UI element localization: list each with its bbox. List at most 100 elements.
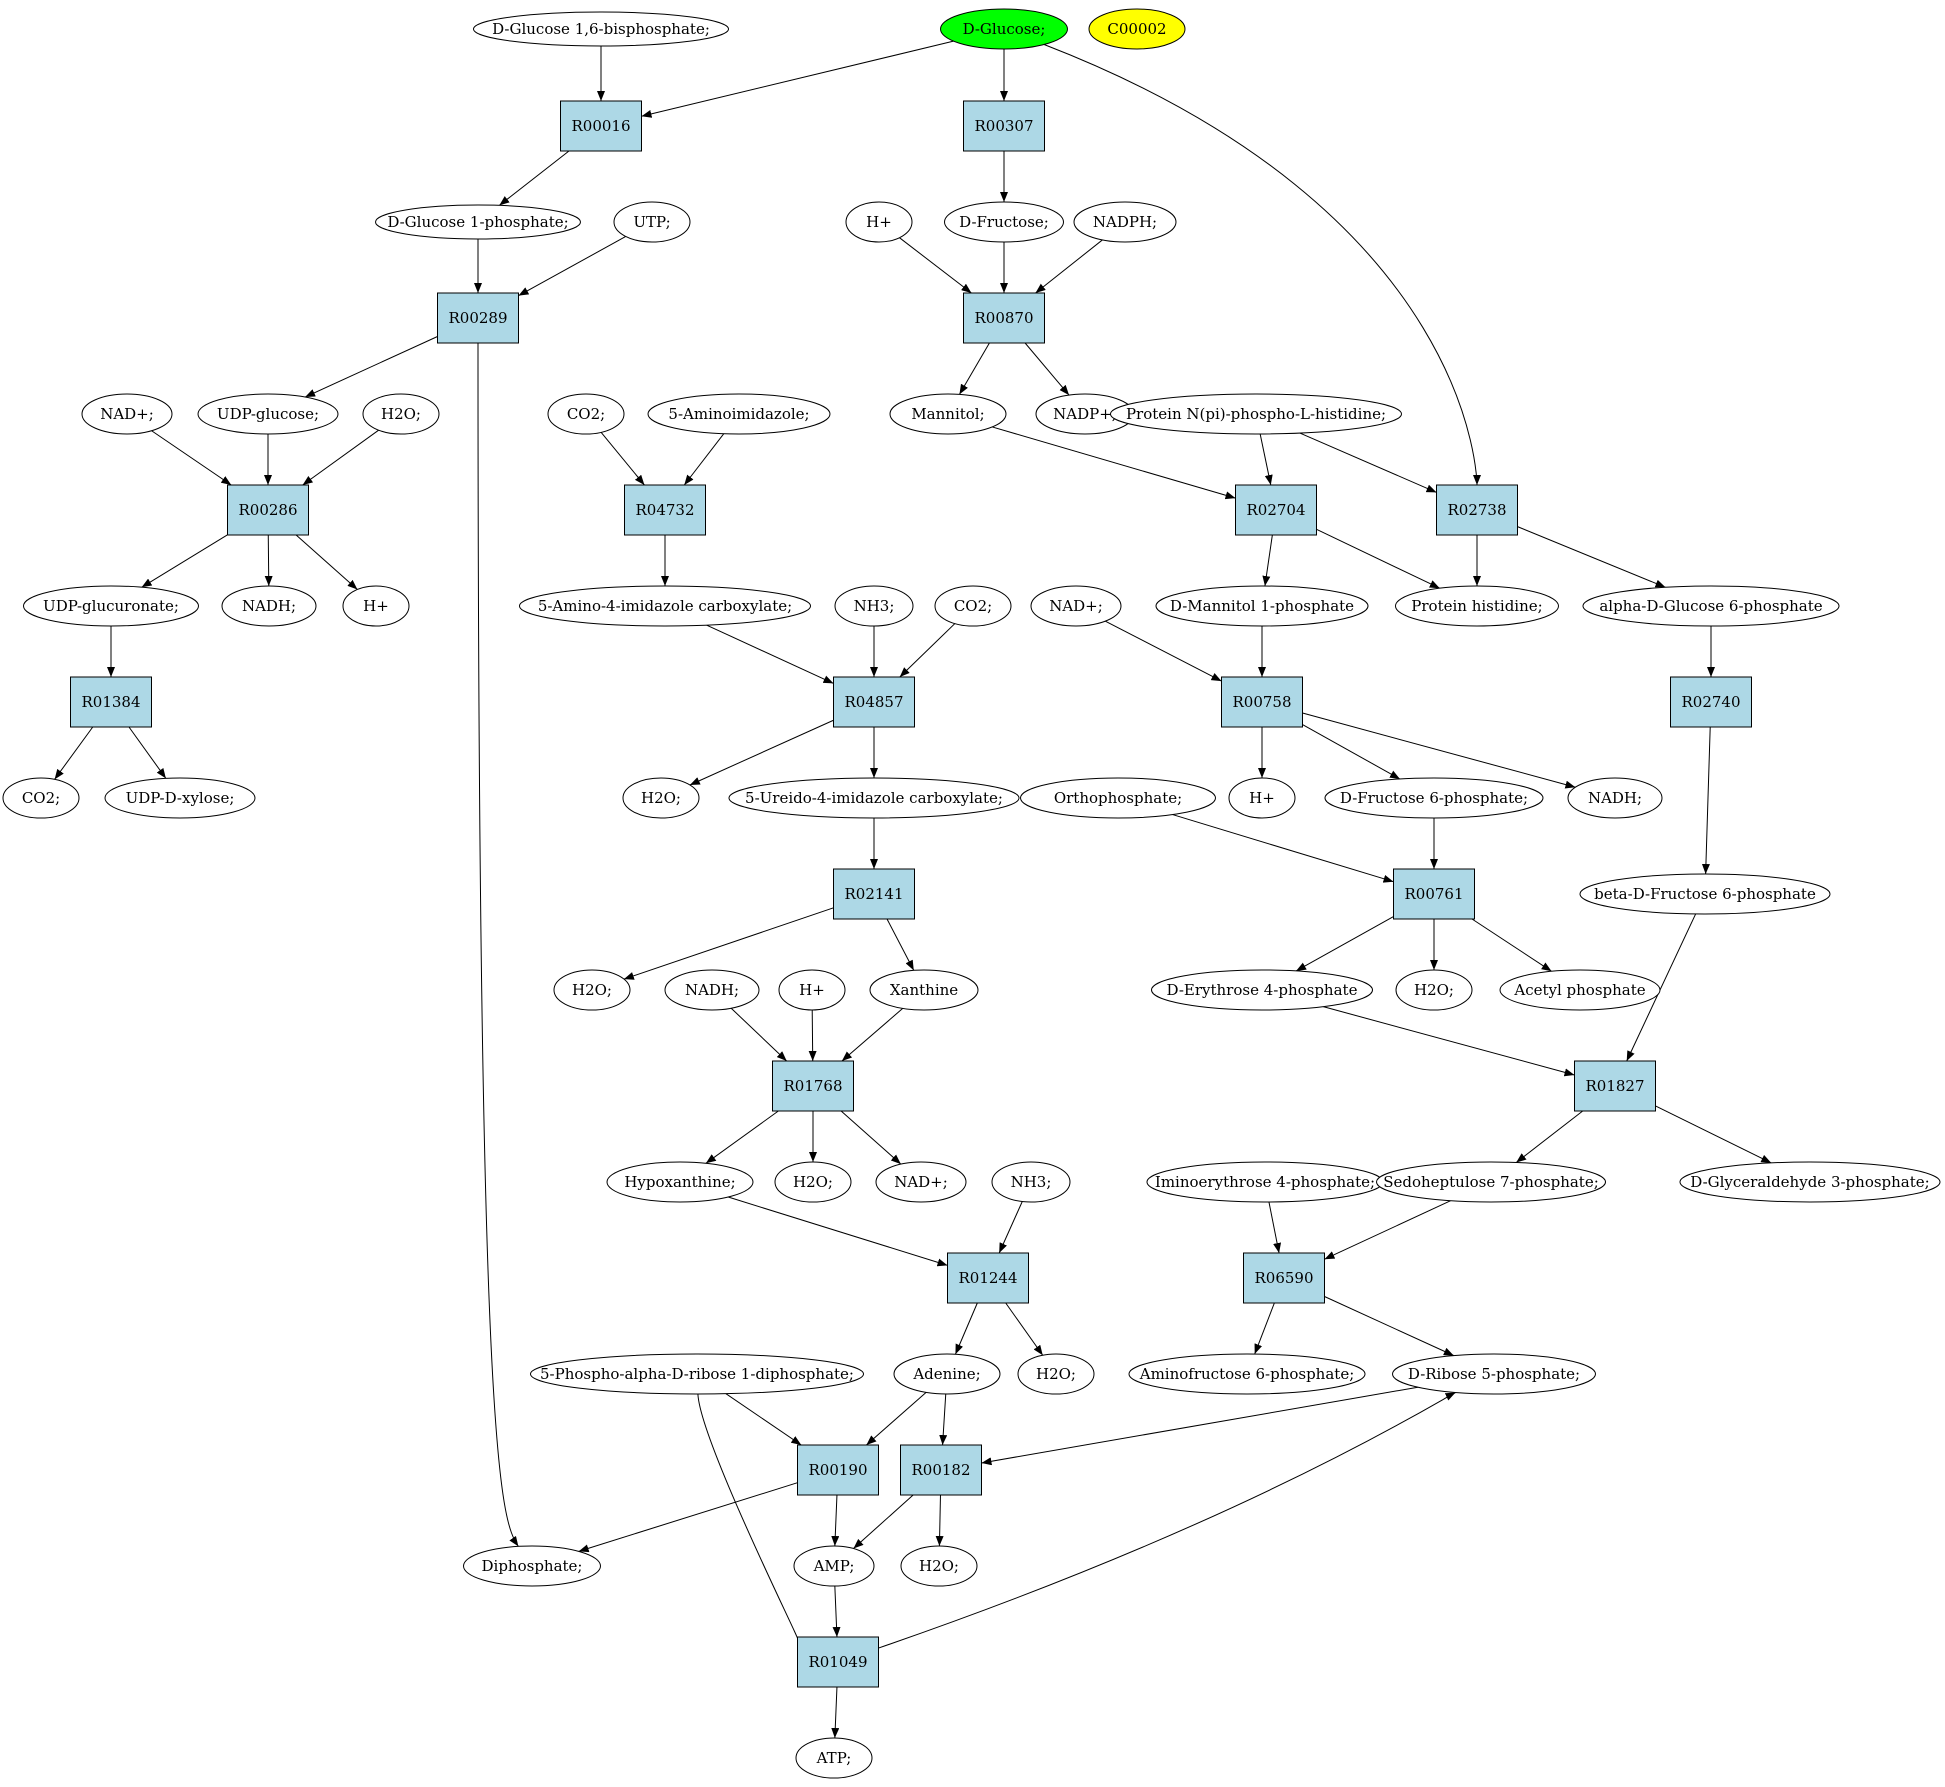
compound-node-mannitol[interactable]: Mannitol; [889,393,1007,435]
reaction-node-r06590[interactable]: R06590 [1243,1252,1325,1304]
reaction-box [833,868,915,920]
compound-node-f6p[interactable]: D-Fructose 6-phosphate; [1324,777,1544,819]
node-label: NAD+; [1049,597,1103,615]
reaction-node-r01049[interactable]: R01049 [797,1636,879,1688]
edge-r_R00190-to-c_diphos [578,1482,798,1553]
compound-node-h2o5[interactable]: H2O; [774,1161,852,1203]
compound-node-co2c[interactable]: CO2; [2,777,80,819]
compound-node-hplus3[interactable]: H+ [1228,777,1296,819]
edge-r_R06590-to-c_r5p [1324,1296,1455,1357]
compound-node-5ai[interactable]: 5-Aminoimidazole; [647,393,831,435]
compound-node-udpglc[interactable]: UDP-glucose; [197,393,339,435]
reaction-node-r00182[interactable]: R00182 [900,1444,982,1496]
compound-node-mtl1p[interactable]: D-Mannitol 1-phosphate [1155,585,1369,627]
reaction-node-r01768[interactable]: R01768 [772,1060,854,1112]
compound-node-nad1[interactable]: NAD+; [81,393,173,435]
compound-node-uica[interactable]: 5-Ureido-4-imidazole carboxylate; [728,777,1020,819]
compound-node-co2b[interactable]: CO2; [934,585,1012,627]
reaction-node-r00286[interactable]: R00286 [227,484,309,536]
compound-node-hplus2[interactable]: H+ [342,585,410,627]
compound-node-h2o1[interactable]: H2O; [362,393,440,435]
compound-node-nadp[interactable]: NADP+; [1035,393,1135,435]
reaction-node-r00307[interactable]: R00307 [963,100,1045,152]
node-label: ATP; [816,1749,852,1767]
compound-node-s7p[interactable]: Sedoheptulose 7-phosphate; [1376,1161,1606,1203]
compound-node-amp[interactable]: AMP; [793,1545,875,1587]
reaction-node-r02704[interactable]: R02704 [1235,484,1317,536]
reaction-node-r00289[interactable]: R00289 [437,292,519,344]
compound-node-imine4p[interactable]: Iminoerythrose 4-phosphate; [1146,1161,1384,1203]
compound-ellipse [1128,1353,1366,1395]
compound-node-prothis[interactable]: Protein histidine; [1395,585,1559,627]
reaction-node-r00190[interactable]: R00190 [797,1444,879,1496]
reaction-node-r01244[interactable]: R01244 [947,1252,1029,1304]
edge-c_s7p-to-r_R06590 [1324,1200,1451,1260]
compound-node-utp[interactable]: UTP; [613,201,691,243]
compound-node-udpglcur[interactable]: UDP-glucuronate; [23,585,199,627]
compound-ellipse [1392,1353,1596,1395]
edge-c_glucose-to-r_R02738 [1043,44,1481,486]
compound-node-ortho[interactable]: Orthophosphate; [1020,777,1216,819]
reaction-node-r02141[interactable]: R02141 [833,868,915,920]
reaction-node-r04732[interactable]: R04732 [624,484,706,536]
compound-node-h2o6[interactable]: H2O; [1017,1353,1095,1395]
reaction-node-r02740[interactable]: R02740 [1670,676,1752,728]
edge-r_R01827-to-c_s7p [1515,1110,1584,1163]
compound-node-h2o3[interactable]: H2O; [553,969,631,1011]
compound-node-hplus4[interactable]: H+ [778,969,846,1011]
edge-r_R00016-to-c_g1p [498,150,570,206]
compound-node-xanthine[interactable]: Xanthine [869,969,979,1011]
edge-r_R00182-to-c_h2o7 [935,1494,944,1547]
compound-node-hplus1[interactable]: H+ [845,201,913,243]
compound-node-hypox[interactable]: Hypoxanthine; [606,1161,754,1203]
compound-node-diphos[interactable]: Diphosphate; [463,1545,601,1587]
reaction-node-r00870[interactable]: R00870 [963,292,1045,344]
compound-node-prpp[interactable]: 5-Phospho-alpha-D-ribose 1-diphosphate; [530,1353,864,1395]
edge-c_protnphis-to-r_R02738 [1299,432,1437,493]
compound-node-nadh2[interactable]: NADH; [1567,777,1663,819]
reaction-node-r01827[interactable]: R01827 [1574,1060,1656,1112]
compound-node-gap[interactable]: D-Glyceraldehyde 3-phosphate; [1679,1161,1941,1203]
compound-node-r5p[interactable]: D-Ribose 5-phosphate; [1392,1353,1596,1395]
node-label: H2O; [1036,1365,1076,1383]
node-label: NADH; [685,981,739,999]
compound-node-nadph[interactable]: NADPH; [1073,201,1177,243]
edge-c_bf6p-to-r_R01827 [1626,913,1697,1062]
compound-node-co2a[interactable]: CO2; [547,393,625,435]
compound-node-g1p[interactable]: D-Glucose 1-phosphate; [375,204,581,240]
reaction-box [70,676,152,728]
reaction-node-r04857[interactable]: R04857 [833,676,915,728]
reaction-node-r00761[interactable]: R00761 [1393,868,1475,920]
compound-node-fructose[interactable]: D-Fructose; [944,201,1064,243]
compound-node-glc16bp[interactable]: D-Glucose 1,6-bisphosphate; [473,11,729,47]
compound-node-nh3b[interactable]: NH3; [991,1161,1071,1203]
compound-node-ag6p[interactable]: alpha-D-Glucose 6-phosphate [1582,585,1840,627]
compound-node-adenine[interactable]: Adenine; [893,1353,1001,1395]
compound-node-bf6p[interactable]: beta-D-Fructose 6-phosphate [1579,873,1831,915]
compound-node-nadh1[interactable]: NADH; [221,585,317,627]
compound-node-h2o7[interactable]: H2O; [900,1545,978,1587]
compound-node-acetylp[interactable]: Acetyl phosphate [1499,969,1661,1011]
compound-node-nad2[interactable]: NAD+; [1030,585,1122,627]
node-label: R00016 [571,117,630,135]
reaction-node-r00016[interactable]: R00016 [560,100,642,152]
compound-node-nadh3[interactable]: NADH; [664,969,760,1011]
compound-node-e4p[interactable]: D-Erythrose 4-phosphate [1151,969,1373,1011]
compound-node-nad3[interactable]: NAD+; [875,1161,967,1203]
reaction-node-r02738[interactable]: R02738 [1436,484,1518,536]
node-label: R00289 [448,309,507,327]
compound-node-h2o4[interactable]: H2O; [1395,969,1473,1011]
reaction-node-r00758[interactable]: R00758 [1221,676,1303,728]
compound-node-aminof6p[interactable]: Aminofructose 6-phosphate; [1128,1353,1366,1395]
compound-node-protnphis[interactable]: Protein N(pi)-phospho-L-histidine; [1110,393,1402,435]
reaction-node-r01384[interactable]: R01384 [70,676,152,728]
compound-node-aica[interactable]: 5-Amino-4-imidazole carboxylate; [519,585,811,627]
compound-ellipse [547,393,625,435]
compound-node-atp[interactable]: ATP; [795,1737,873,1779]
compound-node-udpxyl[interactable]: UDP-D-xylose; [104,777,256,819]
reaction-box [560,100,642,152]
compound-node-c00002[interactable]: C00002 [1088,8,1186,50]
compound-node-glucose[interactable]: D-Glucose; [940,8,1068,50]
compound-node-h2o2[interactable]: H2O; [622,777,700,819]
compound-node-nh3a[interactable]: NH3; [834,585,914,627]
